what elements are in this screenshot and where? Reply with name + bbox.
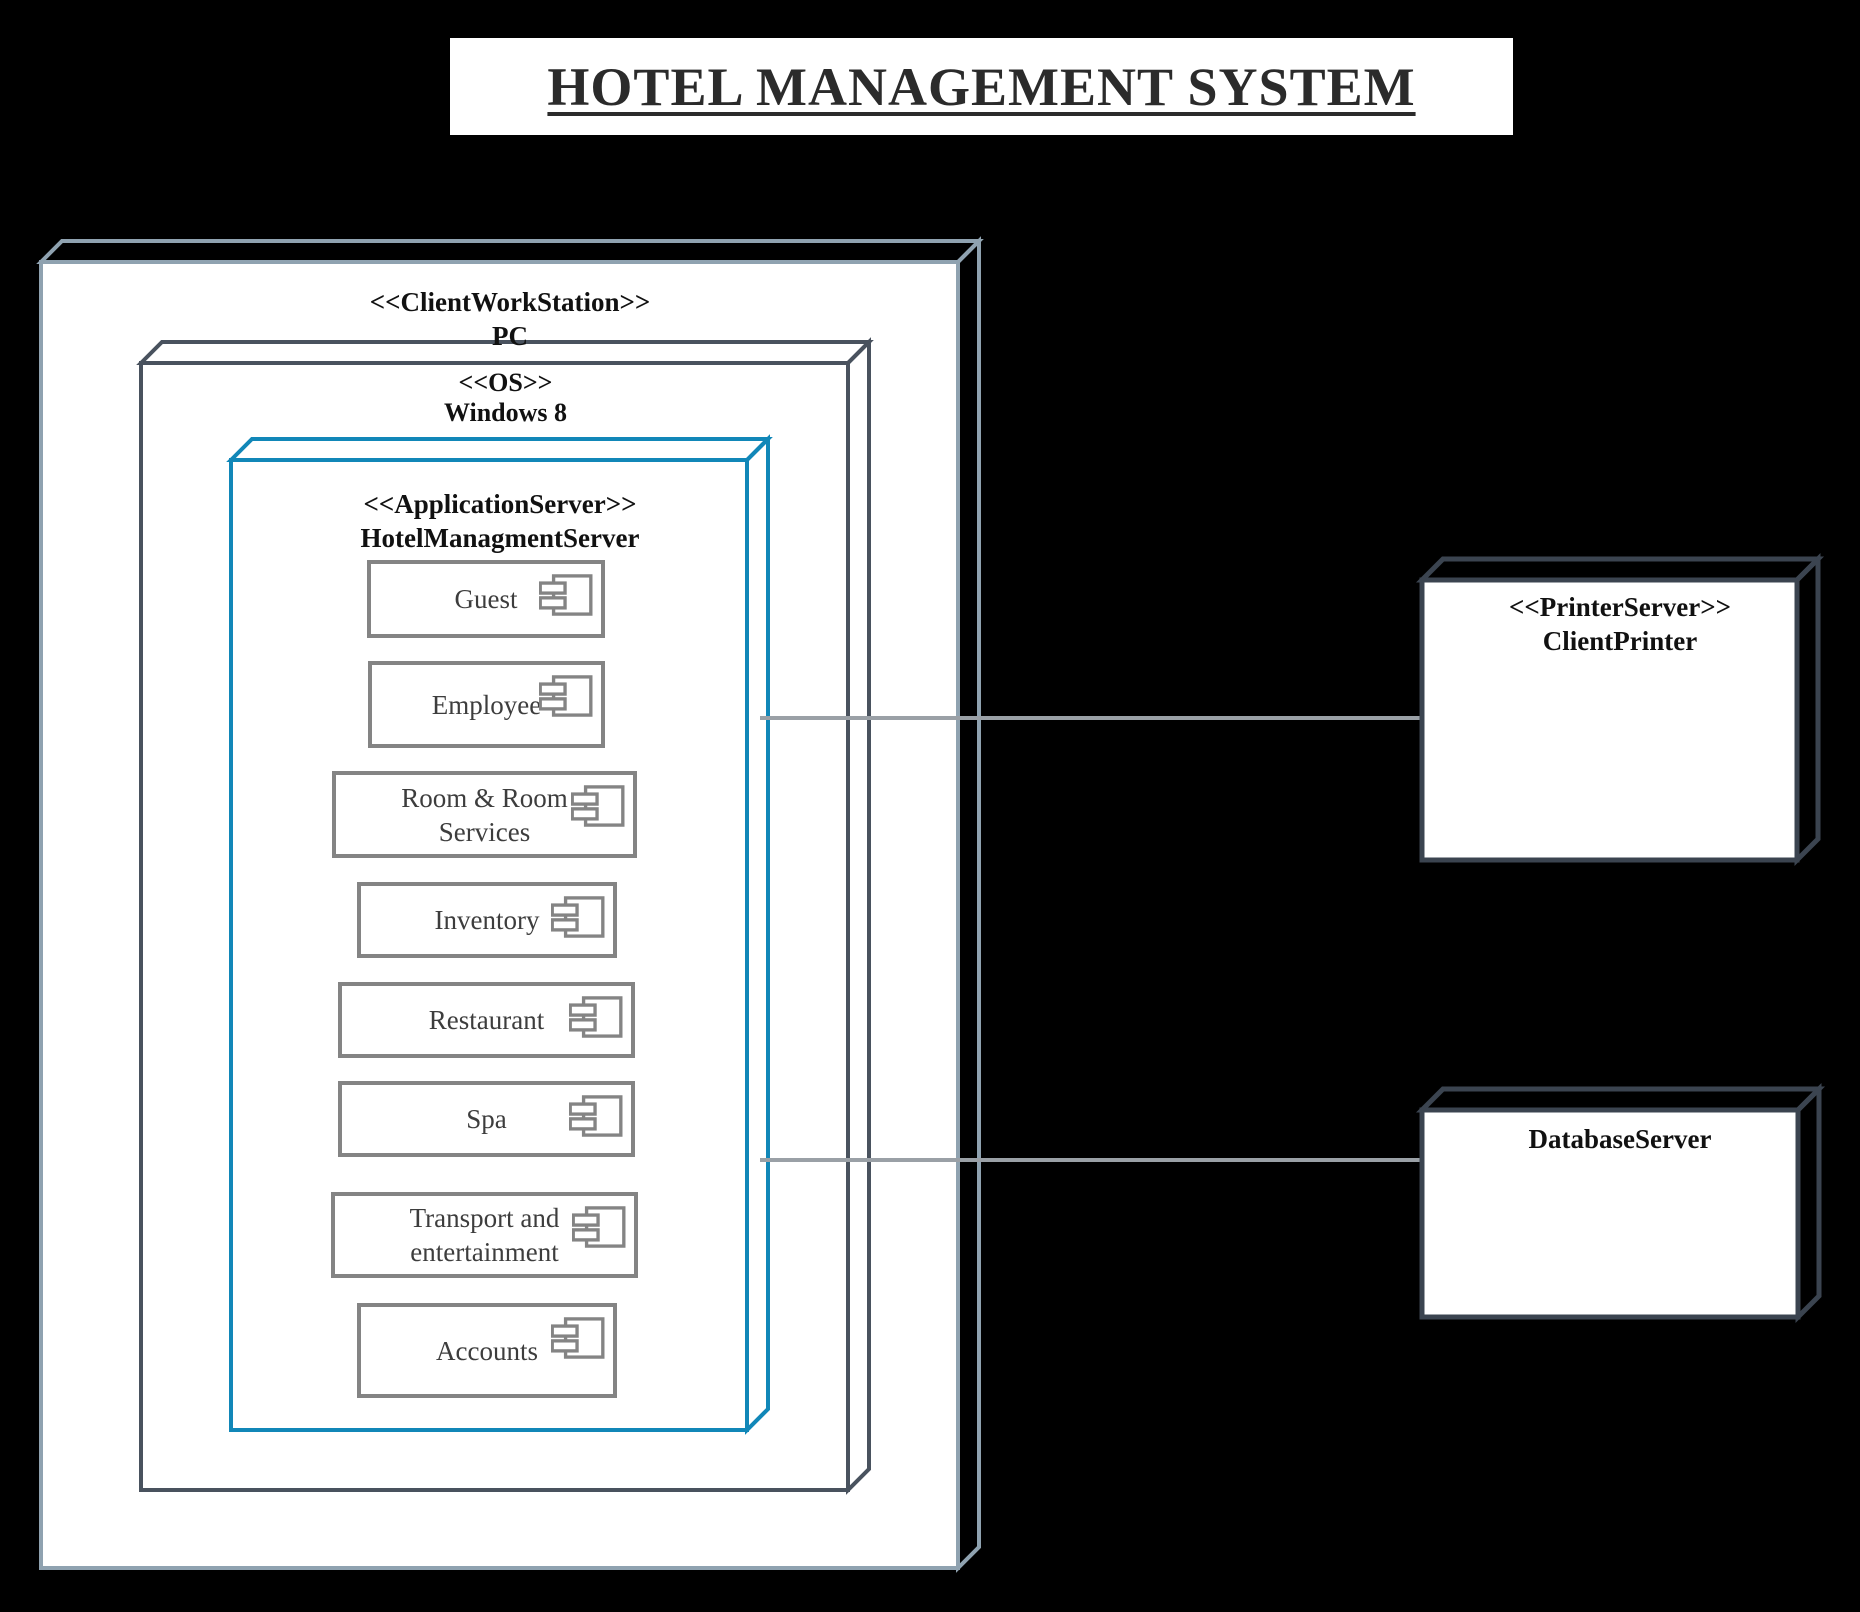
node-side-face bbox=[1795, 1082, 1822, 1324]
node-name: DatabaseServer bbox=[1528, 1124, 1712, 1154]
uml-component-icon bbox=[539, 675, 593, 717]
node-stereotype: <<ApplicationServer>> bbox=[363, 489, 637, 519]
component-label: Employee bbox=[431, 689, 542, 720]
label-os: <<OS>> Windows 8 bbox=[141, 368, 870, 428]
node-name: HotelManagmentServer bbox=[360, 523, 640, 553]
component-transport-entertainment: Transport and entertainment bbox=[331, 1192, 638, 1278]
title-banner: HOTEL MANAGEMENT SYSTEM bbox=[450, 38, 1513, 135]
node-top-face bbox=[36, 239, 984, 264]
node-stereotype: <<ClientWorkStation>> bbox=[369, 287, 651, 317]
node-side-face bbox=[1794, 552, 1821, 867]
component-room-services: Room & Room Services bbox=[332, 771, 637, 858]
uml-component-icon bbox=[551, 1317, 605, 1359]
component-label: Spa bbox=[466, 1104, 507, 1134]
node-top-face bbox=[1415, 1086, 1826, 1113]
component-label: Guest bbox=[454, 584, 518, 614]
node-printer-server bbox=[1415, 552, 1825, 867]
label-application-server: <<ApplicationServer>> HotelManagmentServ… bbox=[231, 487, 769, 555]
node-stereotype: <<PrinterServer>> bbox=[1509, 592, 1731, 622]
component-label: Accounts bbox=[436, 1335, 538, 1366]
component-label: Room & Room Services bbox=[401, 782, 568, 847]
label-database-server: DatabaseServer bbox=[1422, 1122, 1818, 1156]
component-guest: Guest bbox=[367, 560, 605, 638]
component-employee: Employee bbox=[368, 661, 605, 748]
uml-component-icon bbox=[571, 785, 625, 827]
component-label: Restaurant bbox=[428, 1005, 545, 1035]
component-accounts: Accounts bbox=[357, 1303, 617, 1398]
node-stereotype: <<OS>> bbox=[458, 368, 553, 397]
diagram-title: HOTEL MANAGEMENT SYSTEM bbox=[547, 56, 1416, 117]
node-name: Windows 8 bbox=[443, 398, 568, 427]
node-top-face bbox=[1415, 556, 1825, 583]
label-client-workstation: <<ClientWorkStation>> PC bbox=[41, 285, 979, 353]
component-label: Transport and entertainment bbox=[409, 1203, 560, 1267]
uml-component-icon bbox=[539, 574, 593, 616]
node-database-server bbox=[1415, 1082, 1826, 1324]
component-restaurant: Restaurant bbox=[338, 982, 635, 1058]
node-name: ClientPrinter bbox=[1542, 626, 1698, 656]
uml-component-icon bbox=[551, 896, 605, 938]
uml-component-icon bbox=[569, 996, 623, 1038]
node-name: PC bbox=[492, 321, 528, 351]
component-inventory: Inventory bbox=[357, 882, 617, 958]
uml-component-icon bbox=[569, 1095, 623, 1137]
label-printer-server: <<PrinterServer>> ClientPrinter bbox=[1422, 590, 1818, 658]
component-spa: Spa bbox=[338, 1081, 635, 1157]
component-label: Inventory bbox=[434, 905, 540, 935]
node-side-face bbox=[956, 236, 981, 1573]
node-side-face bbox=[846, 337, 871, 1495]
uml-component-icon bbox=[572, 1206, 626, 1248]
node-side-face bbox=[745, 434, 770, 1435]
